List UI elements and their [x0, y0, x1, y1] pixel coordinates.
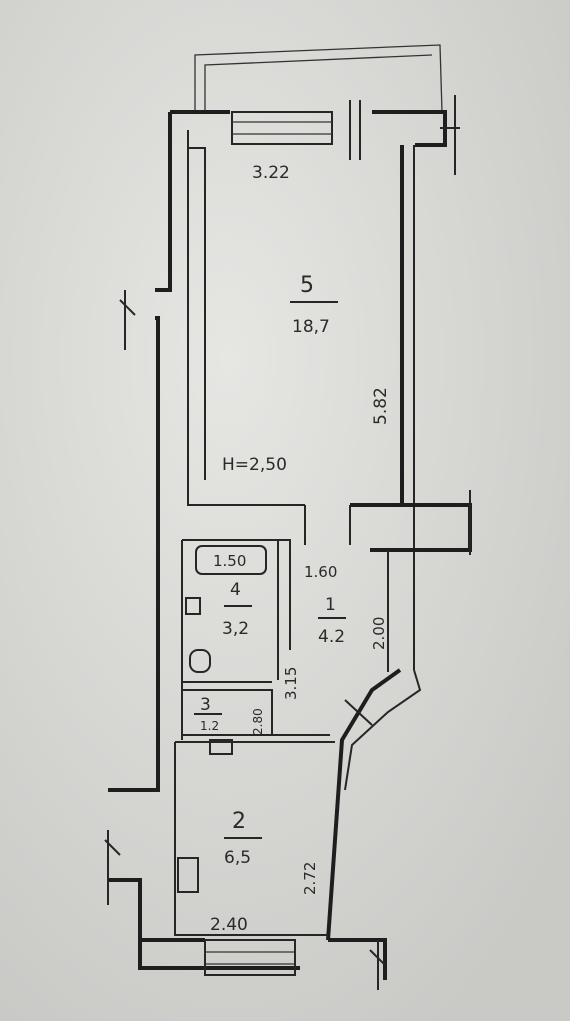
section-marks	[104, 95, 471, 990]
dim-room5-width: 3.22	[252, 163, 290, 183]
dim-small-length: 2.80	[251, 708, 265, 735]
room5-area: 18,7	[292, 317, 330, 337]
partitions	[174, 505, 373, 936]
dim-bath-width: 1.50	[213, 552, 246, 570]
room4-area: 3,2	[222, 619, 249, 639]
dim-wc-length: 3.15	[282, 667, 300, 700]
outer-walls	[108, 110, 472, 980]
dim-hall-length: 2.00	[370, 617, 388, 650]
room1-area: 4.2	[318, 627, 345, 647]
room3-number: 3	[200, 695, 211, 715]
dimension-labels: 3.22 5.82 1.60 2.00 1.50 3.15 2.80 2.40 …	[210, 163, 391, 935]
room5-number: 5	[300, 273, 314, 298]
balcony	[194, 44, 443, 113]
room2-number: 2	[232, 809, 246, 834]
top-window	[231, 100, 361, 160]
dim-kitchen-length: 2.72	[301, 862, 319, 895]
room4-number: 4	[230, 580, 241, 600]
dim-door-width: 1.60	[304, 563, 337, 581]
room-labels: 5 18,7 H=2,50 1 4.2 4 3,2 3 1.2 2 6,5	[194, 273, 346, 868]
bottom-window	[204, 939, 296, 976]
ceiling-height: H=2,50	[222, 455, 287, 475]
dim-room5-length: 5.82	[371, 387, 391, 425]
room1-number: 1	[325, 595, 336, 615]
room2-area: 6,5	[224, 848, 251, 868]
room3-area: 1.2	[200, 719, 219, 733]
dim-kitchen-width: 2.40	[210, 915, 248, 935]
